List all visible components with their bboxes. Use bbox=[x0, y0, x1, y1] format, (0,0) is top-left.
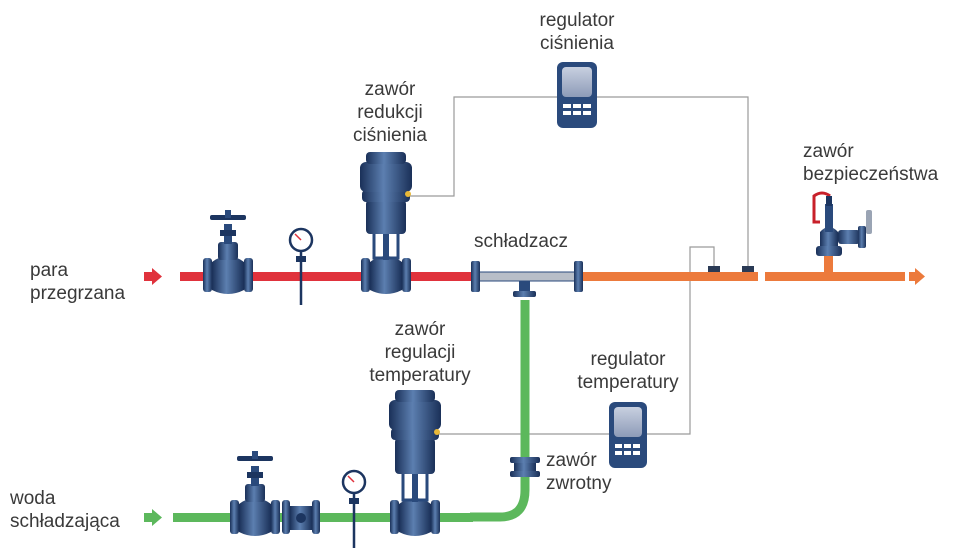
check-valve-icon bbox=[510, 457, 540, 477]
temperature-sensor-line bbox=[645, 246, 715, 435]
steam-pipe bbox=[180, 272, 473, 281]
desuperheater-pipe bbox=[474, 271, 579, 282]
outlet-pipe-1 bbox=[580, 272, 758, 281]
temperature-sensor-tap bbox=[708, 266, 720, 272]
pressure-reducing-valve-icon bbox=[360, 152, 412, 294]
temperature-control-valve-icon bbox=[389, 390, 441, 536]
pipes bbox=[173, 255, 905, 522]
label-pressure-reducing-valve: zawór redukcji ciśnienia bbox=[353, 79, 427, 146]
tee-flange bbox=[513, 291, 536, 297]
safety-valve-riser bbox=[824, 255, 833, 275]
tee-stem bbox=[519, 281, 530, 293]
water-inlet-arrow-icon bbox=[144, 509, 162, 526]
steam-outlet-arrow-icon bbox=[909, 268, 925, 285]
pressure-sensor-tap bbox=[742, 266, 754, 272]
steam-thermometer-gauge-icon bbox=[288, 227, 314, 305]
water-riser-pipe bbox=[470, 300, 530, 522]
safety-valve-icon bbox=[812, 191, 872, 256]
outlet-pipe-2 bbox=[765, 272, 905, 281]
label-temperature-regulator: regulator temperatury bbox=[577, 349, 679, 393]
label-pressure-regulator: regulator ciśnienia bbox=[539, 10, 615, 54]
water-isolation-valve-icon bbox=[230, 451, 280, 536]
water-strainer-icon bbox=[282, 500, 320, 534]
steam-inlet-arrow-icon bbox=[144, 268, 162, 285]
sensor-taps bbox=[708, 266, 754, 272]
desuperheater-flange-right bbox=[574, 261, 583, 292]
temperature-regulator-device-icon bbox=[609, 402, 647, 468]
label-cooling-water: woda schładzająca bbox=[10, 488, 120, 532]
water-pipe bbox=[173, 513, 473, 522]
pressure-regulator-device-icon bbox=[557, 62, 597, 128]
label-superheated-steam: para przegrzana bbox=[30, 260, 126, 304]
label-safety-valve: zawór bezpieczeństwa bbox=[803, 141, 939, 185]
water-thermometer-gauge-icon bbox=[341, 469, 367, 548]
pressure-signal-line bbox=[410, 96, 560, 197]
flow-arrows bbox=[144, 268, 925, 526]
desuperheater bbox=[471, 261, 583, 292]
label-check-valve: zawór zwrotny bbox=[546, 450, 612, 494]
desuperheater-flange-left bbox=[471, 261, 480, 292]
label-temperature-control-valve: zawór regulacji temperatury bbox=[369, 319, 471, 386]
pressure-sensor-line bbox=[597, 96, 749, 268]
steam-isolation-valve-icon bbox=[203, 210, 253, 294]
label-desuperheater: schładzacz bbox=[474, 231, 568, 252]
